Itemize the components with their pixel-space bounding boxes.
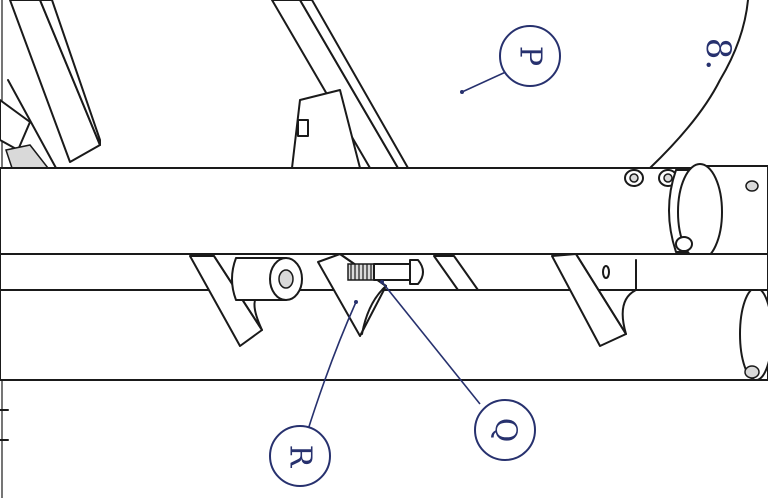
callout-r-circle — [269, 425, 331, 487]
callout-p-label: P — [513, 46, 548, 66]
callout-p: P — [499, 25, 561, 87]
pivot-boss — [231, 257, 303, 301]
callout-q-label: Q — [488, 418, 523, 443]
upper-tube — [0, 167, 768, 255]
page-number-label: 8. — [698, 38, 738, 70]
callout-q: Q — [474, 399, 536, 461]
gusset-center — [433, 255, 479, 291]
page-number: 8. — [698, 38, 738, 70]
bolt-thread — [350, 264, 372, 280]
frame-bracket-left — [0, 0, 101, 169]
callout-r: R — [269, 425, 331, 487]
cable — [649, 0, 749, 169]
callout-q-circle — [474, 399, 536, 461]
callout-r-label: R — [283, 445, 318, 469]
gusset-right — [551, 253, 637, 347]
callout-p-circle — [499, 25, 561, 87]
bolt-q — [347, 259, 424, 285]
lower-tube — [0, 287, 768, 381]
leader-lines — [305, 69, 511, 437]
frame-bracket-middle — [271, 0, 409, 169]
